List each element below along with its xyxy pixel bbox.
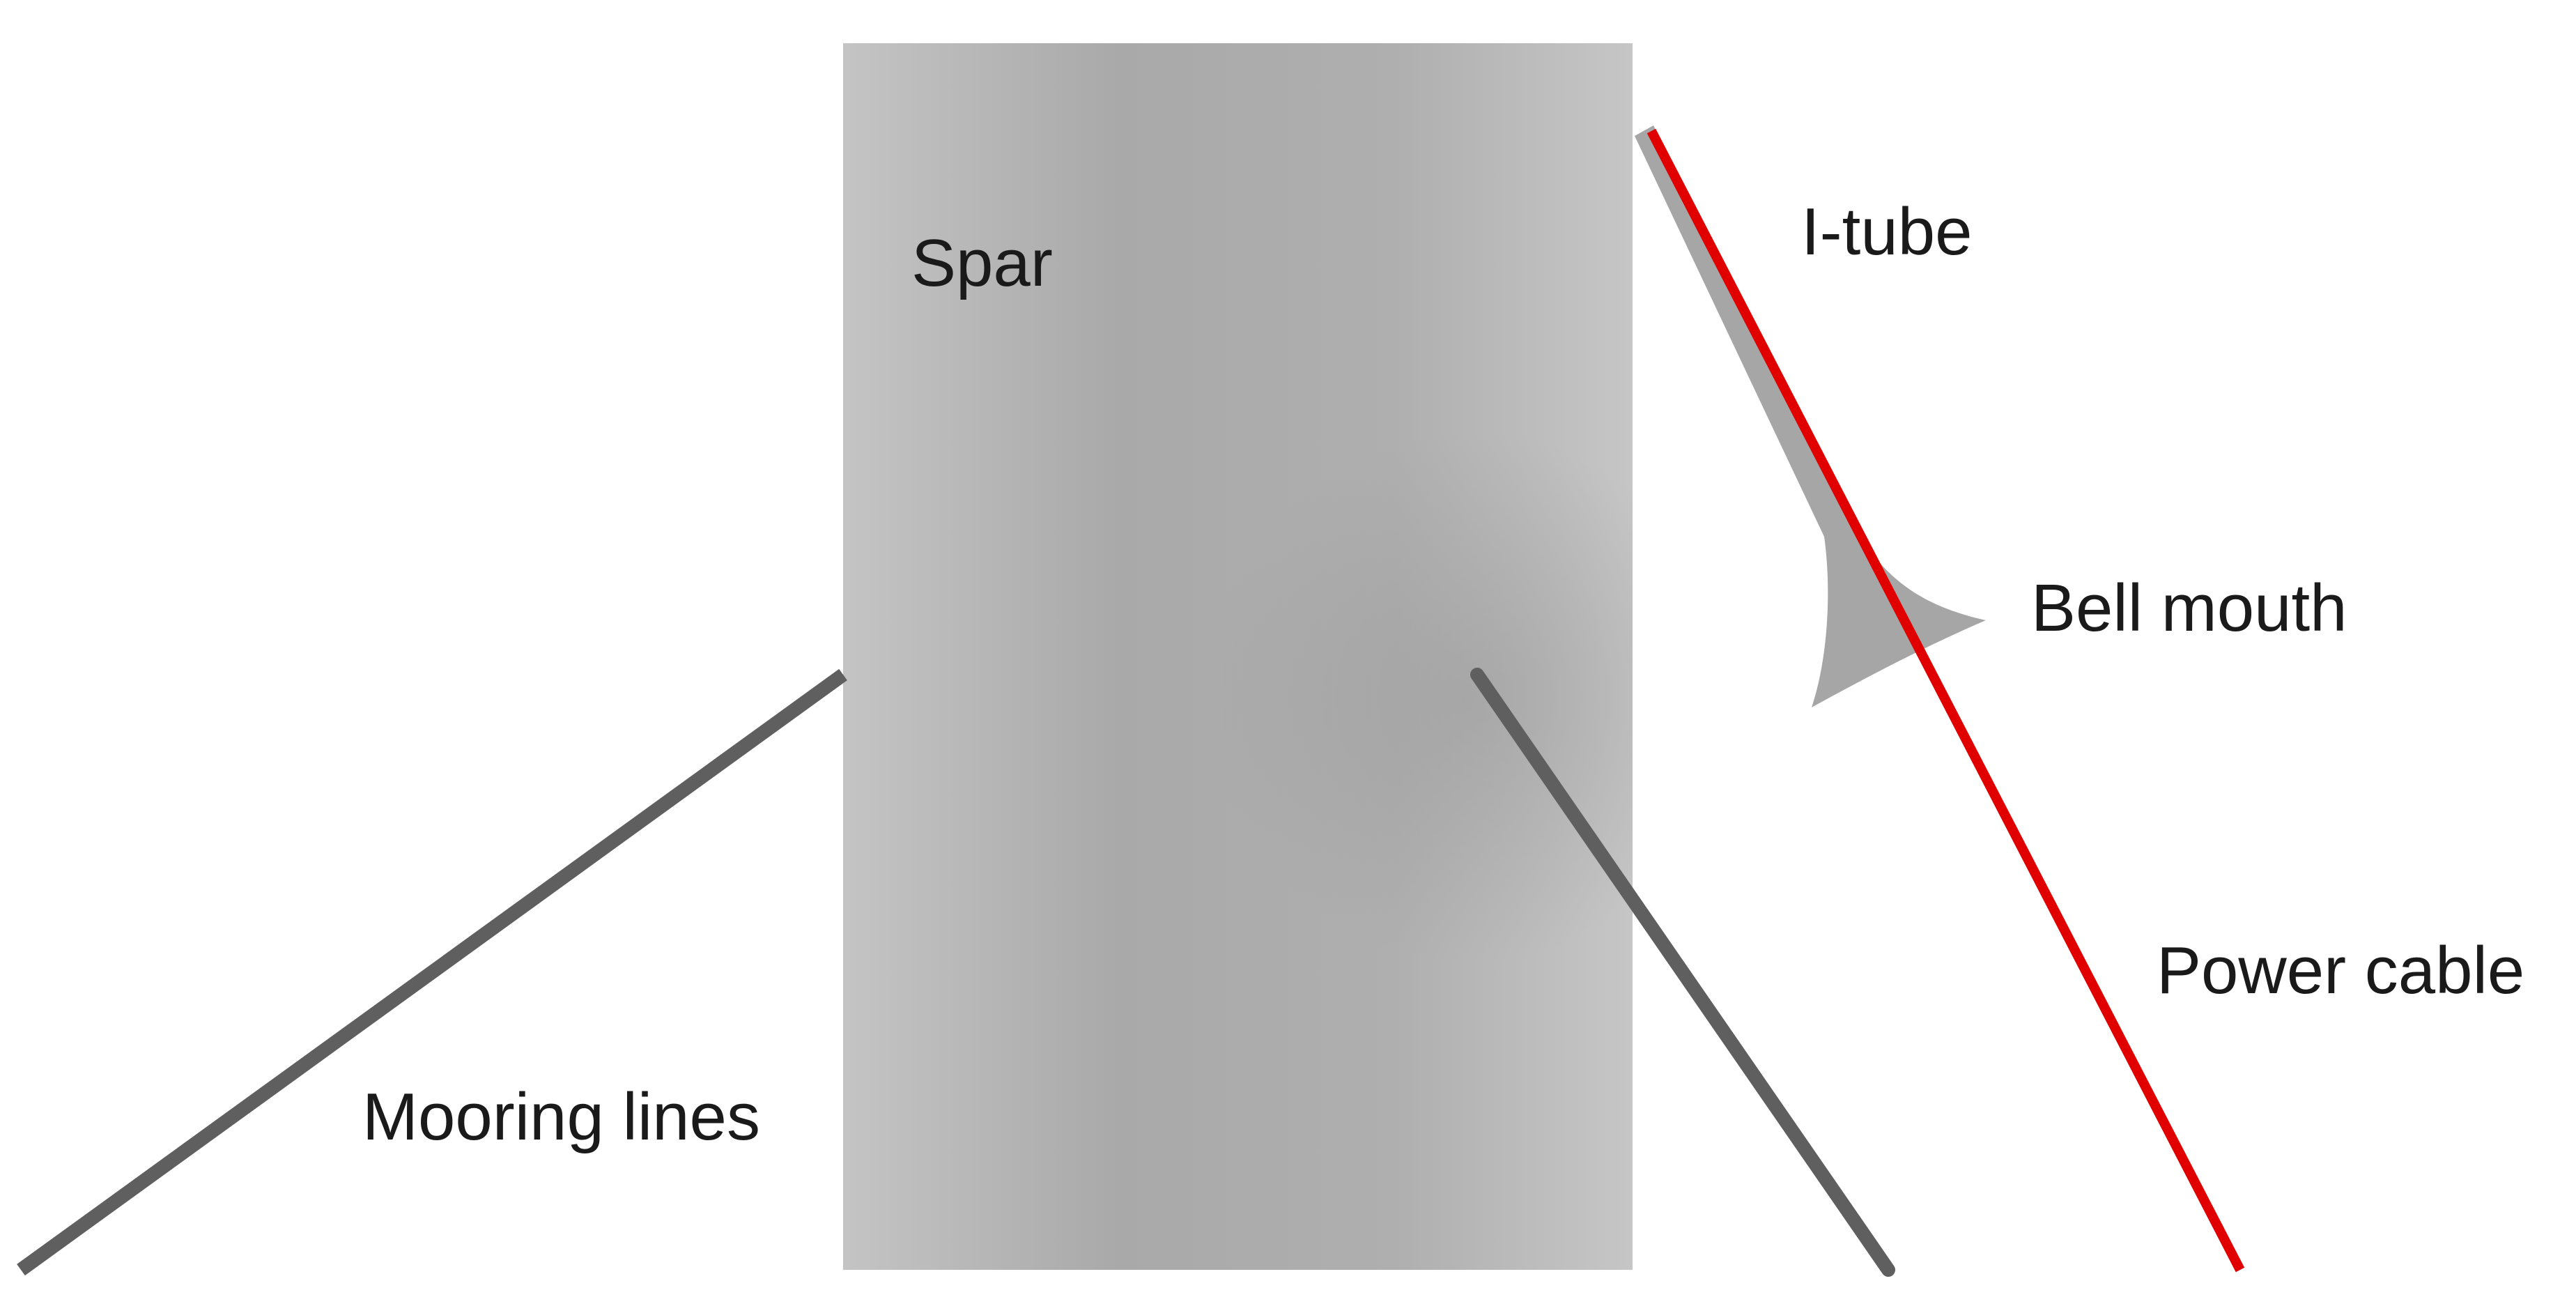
power-cable-label: Power cable — [2157, 933, 2525, 1008]
spar-shading — [843, 43, 1633, 1270]
spar-label: Spar — [911, 226, 1053, 300]
power-cable — [1646, 128, 2245, 1273]
bell-mouth-label: Bell mouth — [2031, 571, 2347, 645]
mooring-line-left — [17, 668, 847, 1276]
i-tube-label: I-tube — [1801, 194, 1973, 269]
mooring-line-rear — [1470, 668, 1895, 1277]
mooring-lines-label: Mooring lines — [362, 1080, 760, 1154]
